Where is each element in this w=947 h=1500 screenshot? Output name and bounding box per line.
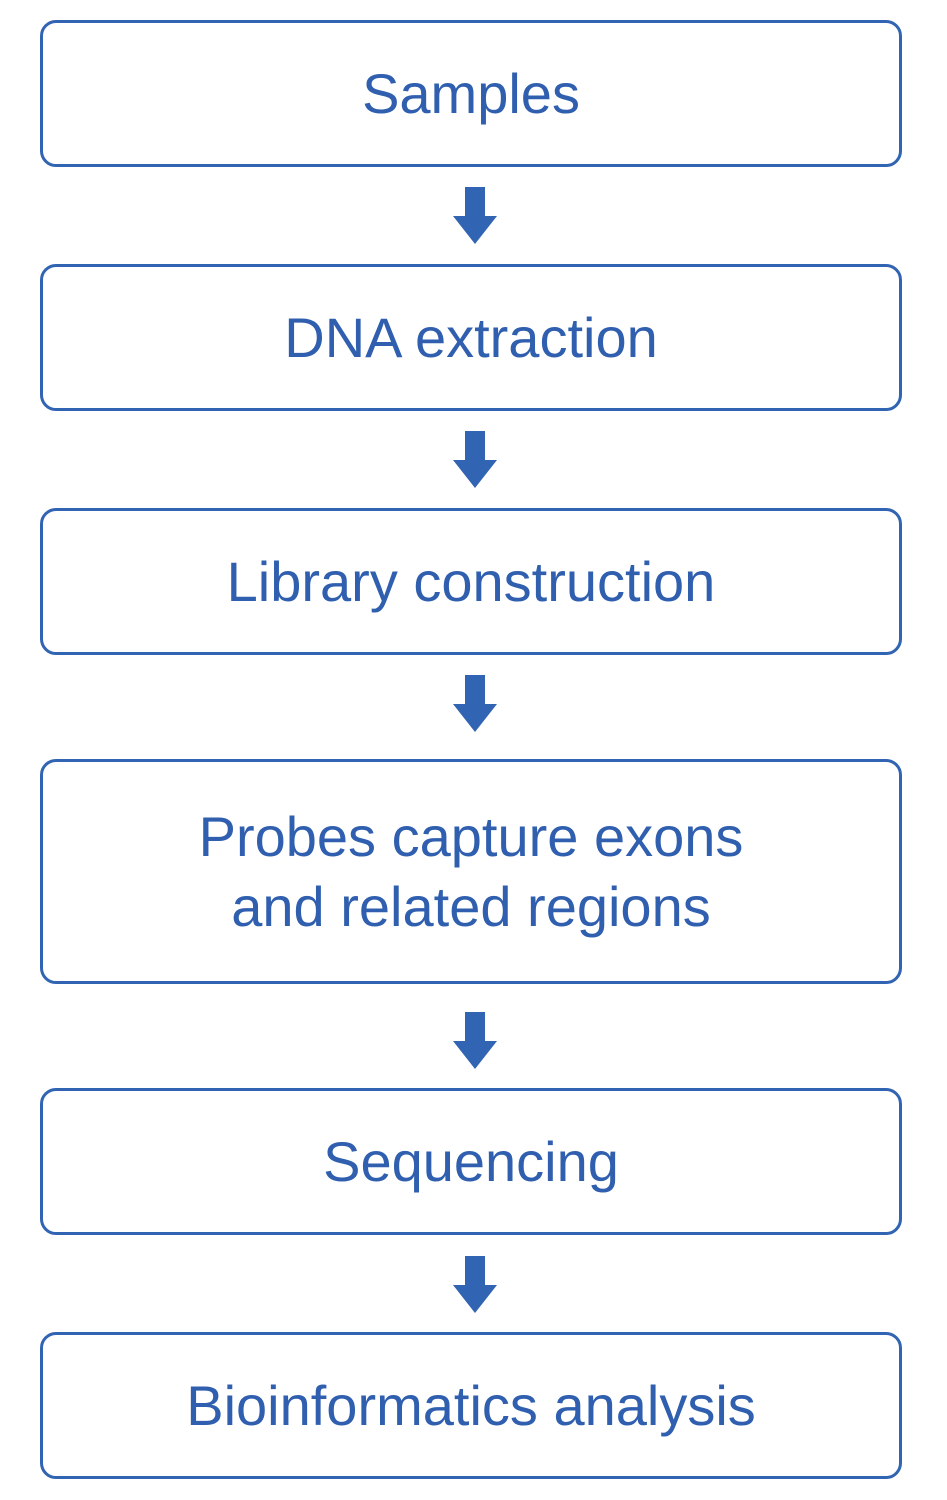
step-label: Bioinformatics analysis	[186, 1373, 756, 1437]
step-bioinformatics-analysis: Bioinformatics analysis	[40, 1332, 902, 1479]
step-label: Samples	[362, 61, 580, 125]
step-sequencing: Sequencing	[40, 1088, 902, 1235]
step-library-construction: Library construction	[40, 508, 902, 655]
step-label: DNA extraction	[284, 305, 658, 369]
arrow-down-icon	[453, 675, 497, 732]
step-probes-capture: Probes capture exons and related regions	[40, 759, 902, 984]
step-label: Probes capture exons and related regions	[198, 804, 744, 938]
arrow-down-icon	[453, 1012, 497, 1069]
step-label: Sequencing	[323, 1129, 619, 1193]
arrow-down-icon	[453, 431, 497, 488]
step-dna-extraction: DNA extraction	[40, 264, 902, 411]
step-samples: Samples	[40, 20, 902, 167]
arrow-down-icon	[453, 187, 497, 244]
step-label: Library construction	[226, 549, 716, 613]
arrow-down-icon	[453, 1256, 497, 1313]
